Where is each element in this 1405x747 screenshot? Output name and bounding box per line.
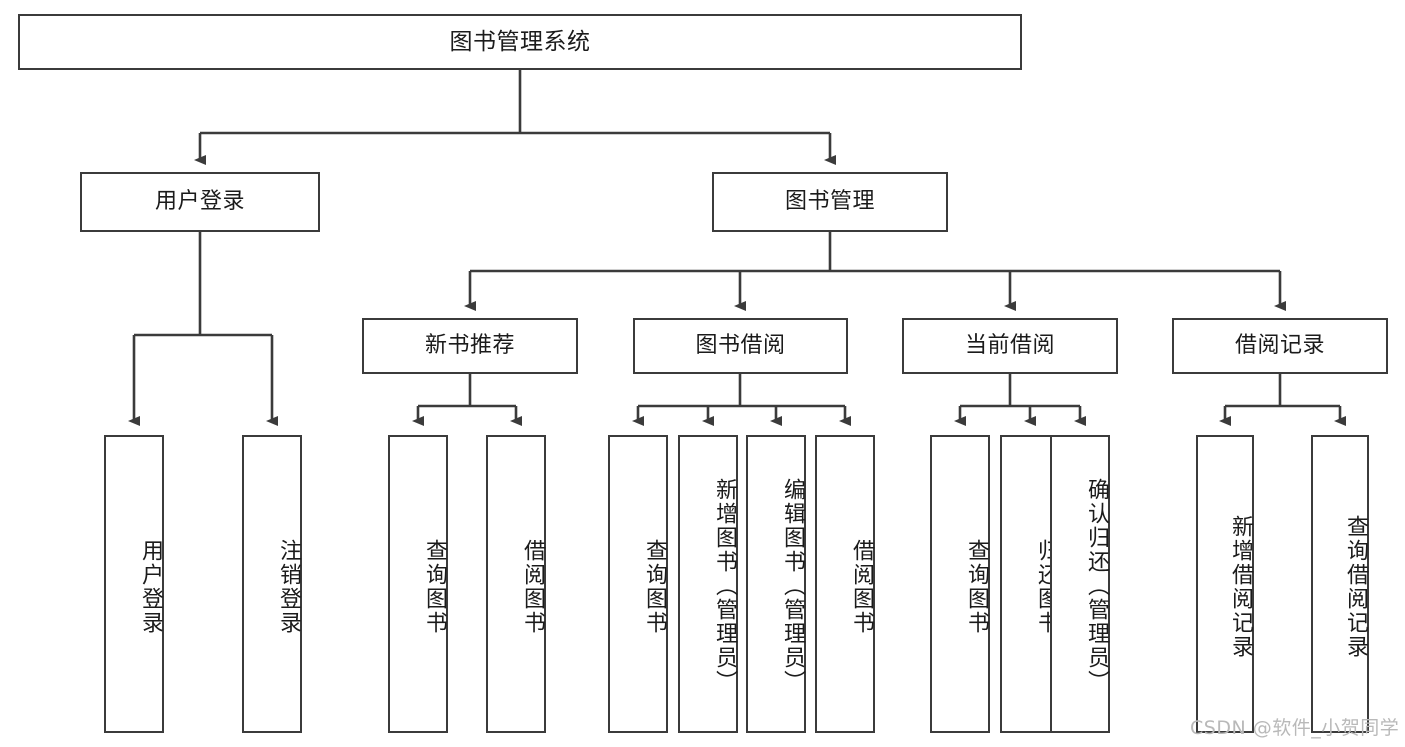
leaf-user-login[interactable]: 用户登录 xyxy=(104,435,164,733)
node-borrow-record[interactable]: 借阅记录 xyxy=(1172,318,1388,374)
node-new-book-recommendation[interactable]: 新书推荐 xyxy=(362,318,578,374)
csdn-watermark: CSDN @软件_小贺同学 xyxy=(1190,717,1400,739)
leaf-query-borrow-record[interactable]: 查询借阅记录 xyxy=(1311,435,1369,733)
node-root-system[interactable]: 图书管理系统 xyxy=(18,14,1022,70)
leaf-query-book-borrow[interactable]: 查询图书 xyxy=(608,435,668,733)
node-user-login[interactable]: 用户登录 xyxy=(80,172,320,232)
node-book-management[interactable]: 图书管理 xyxy=(712,172,948,232)
leaf-query-book-current[interactable]: 查询图书 xyxy=(930,435,990,733)
node-current-borrow[interactable]: 当前借阅 xyxy=(902,318,1118,374)
leaf-borrow-book[interactable]: 借阅图书 xyxy=(815,435,875,733)
leaf-add-book-admin[interactable]: 新增图书（管理员） xyxy=(678,435,738,733)
leaf-confirm-return-admin[interactable]: 确认归还（管理员） xyxy=(1050,435,1110,733)
leaf-query-book-recommendation[interactable]: 查询图书 xyxy=(388,435,448,733)
leaf-user-logout[interactable]: 注销登录 xyxy=(242,435,302,733)
node-book-borrow[interactable]: 图书借阅 xyxy=(633,318,848,374)
leaf-borrow-book-recommendation[interactable]: 借阅图书 xyxy=(486,435,546,733)
leaf-edit-book-admin[interactable]: 编辑图书（管理员） xyxy=(746,435,806,733)
leaf-add-borrow-record[interactable]: 新增借阅记录 xyxy=(1196,435,1254,733)
